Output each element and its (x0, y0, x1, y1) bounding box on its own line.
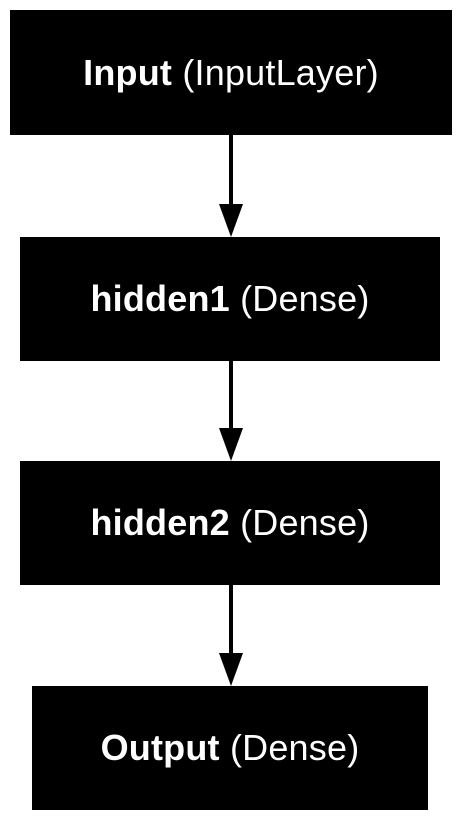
edge-input-hidden1 (219, 135, 243, 237)
layer-node-input: Input (InputLayer) (10, 10, 452, 135)
layer-type: (Dense) (240, 278, 370, 319)
layer-node-hidden1: hidden1 (Dense) (20, 237, 440, 361)
edge-hidden2-output (219, 585, 243, 686)
layer-name: hidden2 (90, 502, 230, 543)
layer-type: (InputLayer) (182, 51, 379, 93)
layer-name: Output (100, 727, 220, 768)
layer-node-output: Output (Dense) (32, 686, 428, 810)
edge-hidden1-hidden2 (219, 361, 243, 461)
layer-node-hidden2: hidden2 (Dense) (20, 461, 440, 585)
layer-type: (Dense) (229, 727, 360, 768)
layer-name: Input (83, 51, 173, 93)
layer-name: hidden1 (90, 278, 230, 319)
layer-type: (Dense) (240, 502, 370, 543)
